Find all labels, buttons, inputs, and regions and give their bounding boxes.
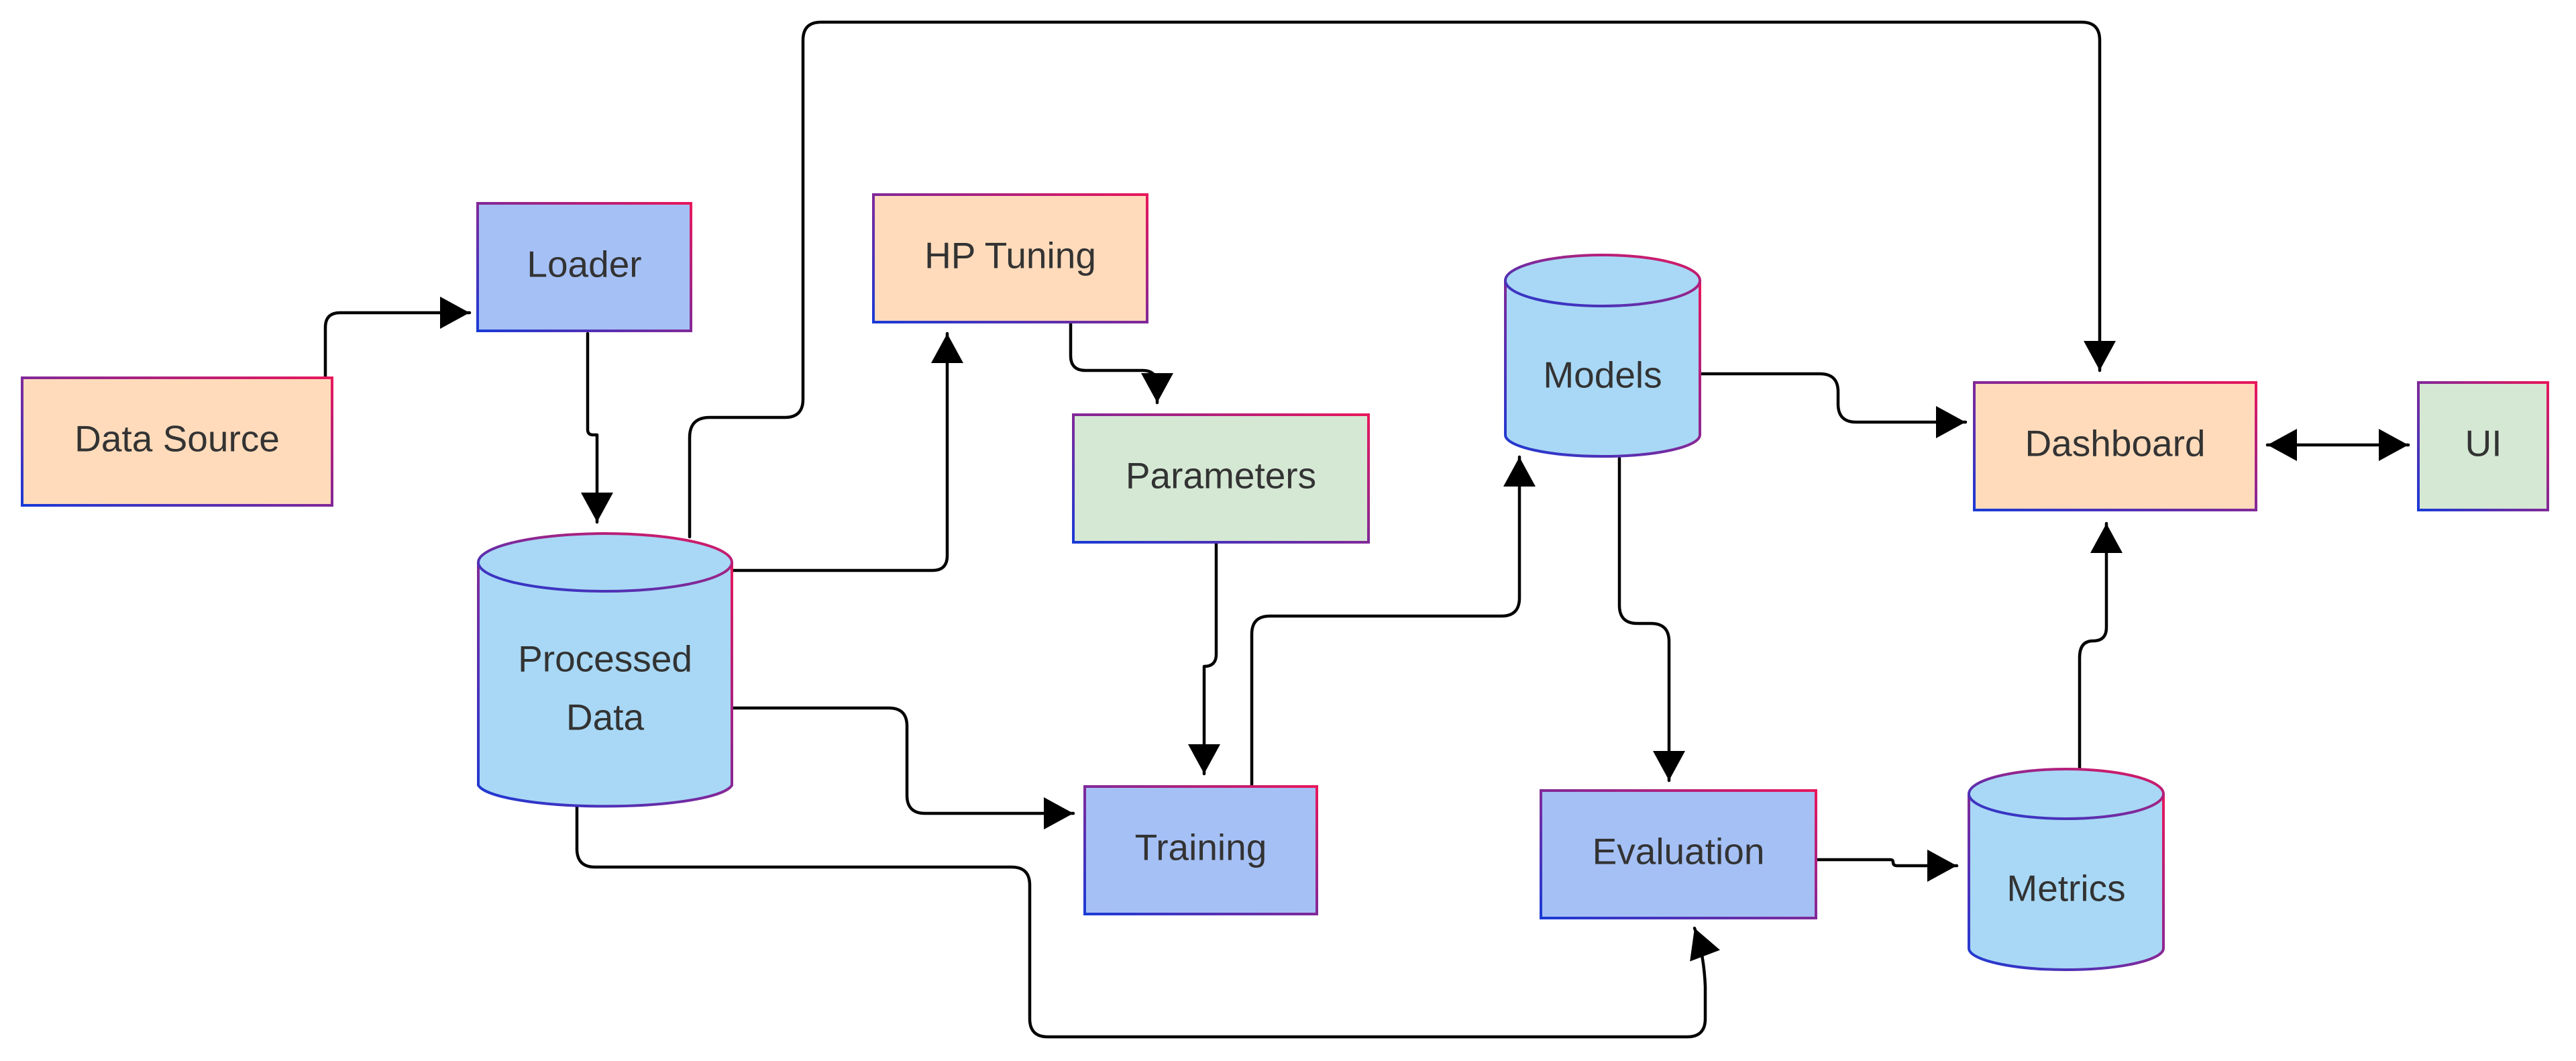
node-label: Evaluation bbox=[1593, 831, 1765, 872]
node-label-line2: Data bbox=[566, 697, 645, 738]
node-label: Training bbox=[1135, 827, 1267, 868]
node-models[interactable]: Models bbox=[1504, 254, 1701, 458]
edge-models-dashboard bbox=[1699, 372, 1968, 438]
node-dashboard[interactable]: Dashboard bbox=[1973, 381, 2257, 511]
node-training[interactable]: Training bbox=[1083, 785, 1318, 915]
edge-training-models bbox=[1250, 455, 1536, 787]
node-loader[interactable]: Loader bbox=[476, 202, 692, 332]
edges bbox=[323, 20, 2410, 1039]
node-hp-tuning[interactable]: HP Tuning bbox=[872, 193, 1148, 323]
edge-evaluation-metrics bbox=[1813, 850, 1959, 882]
node-label: Metrics bbox=[2006, 868, 2125, 909]
edge-processed-data-hptuning bbox=[729, 332, 963, 572]
edge-processed-data-evaluation bbox=[575, 805, 1721, 1039]
edge-datasource-loader bbox=[323, 297, 472, 380]
edge-processed-data-dashboard bbox=[688, 20, 2116, 539]
node-label: UI bbox=[2465, 423, 2502, 464]
nodes: Data Source Loader HP Tuning Parameters … bbox=[21, 193, 2549, 971]
node-data-source[interactable]: Data Source bbox=[21, 376, 333, 507]
edge-models-evaluation bbox=[1617, 456, 1685, 782]
edge-hptuning-parameters bbox=[1069, 320, 1173, 405]
edge-processed-data-training bbox=[729, 706, 1075, 829]
node-metrics[interactable]: Metrics bbox=[1968, 768, 2165, 971]
node-parameters[interactable]: Parameters bbox=[1072, 413, 1370, 544]
node-label-line1: Processed bbox=[518, 638, 692, 680]
edge-parameters-training bbox=[1188, 542, 1220, 776]
node-label: Data Source bbox=[74, 418, 280, 460]
node-label: Parameters bbox=[1126, 455, 1316, 497]
node-label: Dashboard bbox=[2025, 423, 2205, 464]
node-label: Loader bbox=[527, 244, 641, 285]
node-label: HP Tuning bbox=[924, 235, 1096, 276]
edge-metrics-dashboard bbox=[2078, 521, 2123, 770]
edge-loader-processed-data bbox=[581, 332, 613, 524]
node-label: Models bbox=[1543, 354, 1662, 396]
node-ui[interactable]: UI bbox=[2417, 381, 2549, 511]
node-evaluation[interactable]: Evaluation bbox=[1540, 789, 1817, 919]
node-processed-data[interactable]: Processed Data bbox=[477, 532, 733, 808]
